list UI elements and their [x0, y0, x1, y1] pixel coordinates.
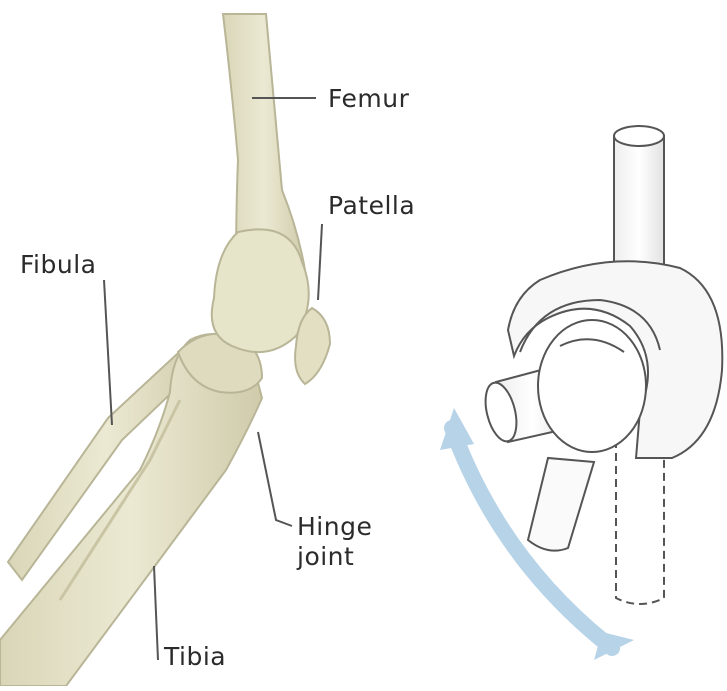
- top-pin-cap: [614, 126, 664, 146]
- hinge-label-line2: joint: [297, 542, 372, 572]
- hinge-leader-line: [258, 432, 292, 526]
- hinge-label-line1: Hinge: [297, 512, 372, 542]
- hinge-joint-model: [440, 126, 722, 660]
- femur-label: Femur: [328, 84, 409, 114]
- hinge-joint-label: Hinge joint: [297, 512, 372, 572]
- tibia-label: Tibia: [164, 642, 226, 672]
- fibula-label: Fibula: [20, 250, 97, 280]
- rod-swing-position: [528, 458, 594, 551]
- rod-dashed-position: [616, 440, 664, 604]
- fibula-leader-line: [104, 280, 112, 425]
- patella-label: Patella: [328, 191, 415, 221]
- tibia-leader-line: [154, 566, 158, 660]
- femoral-condyle: [212, 229, 309, 352]
- knee-bones: [0, 14, 330, 686]
- patella-leader-line: [318, 224, 322, 300]
